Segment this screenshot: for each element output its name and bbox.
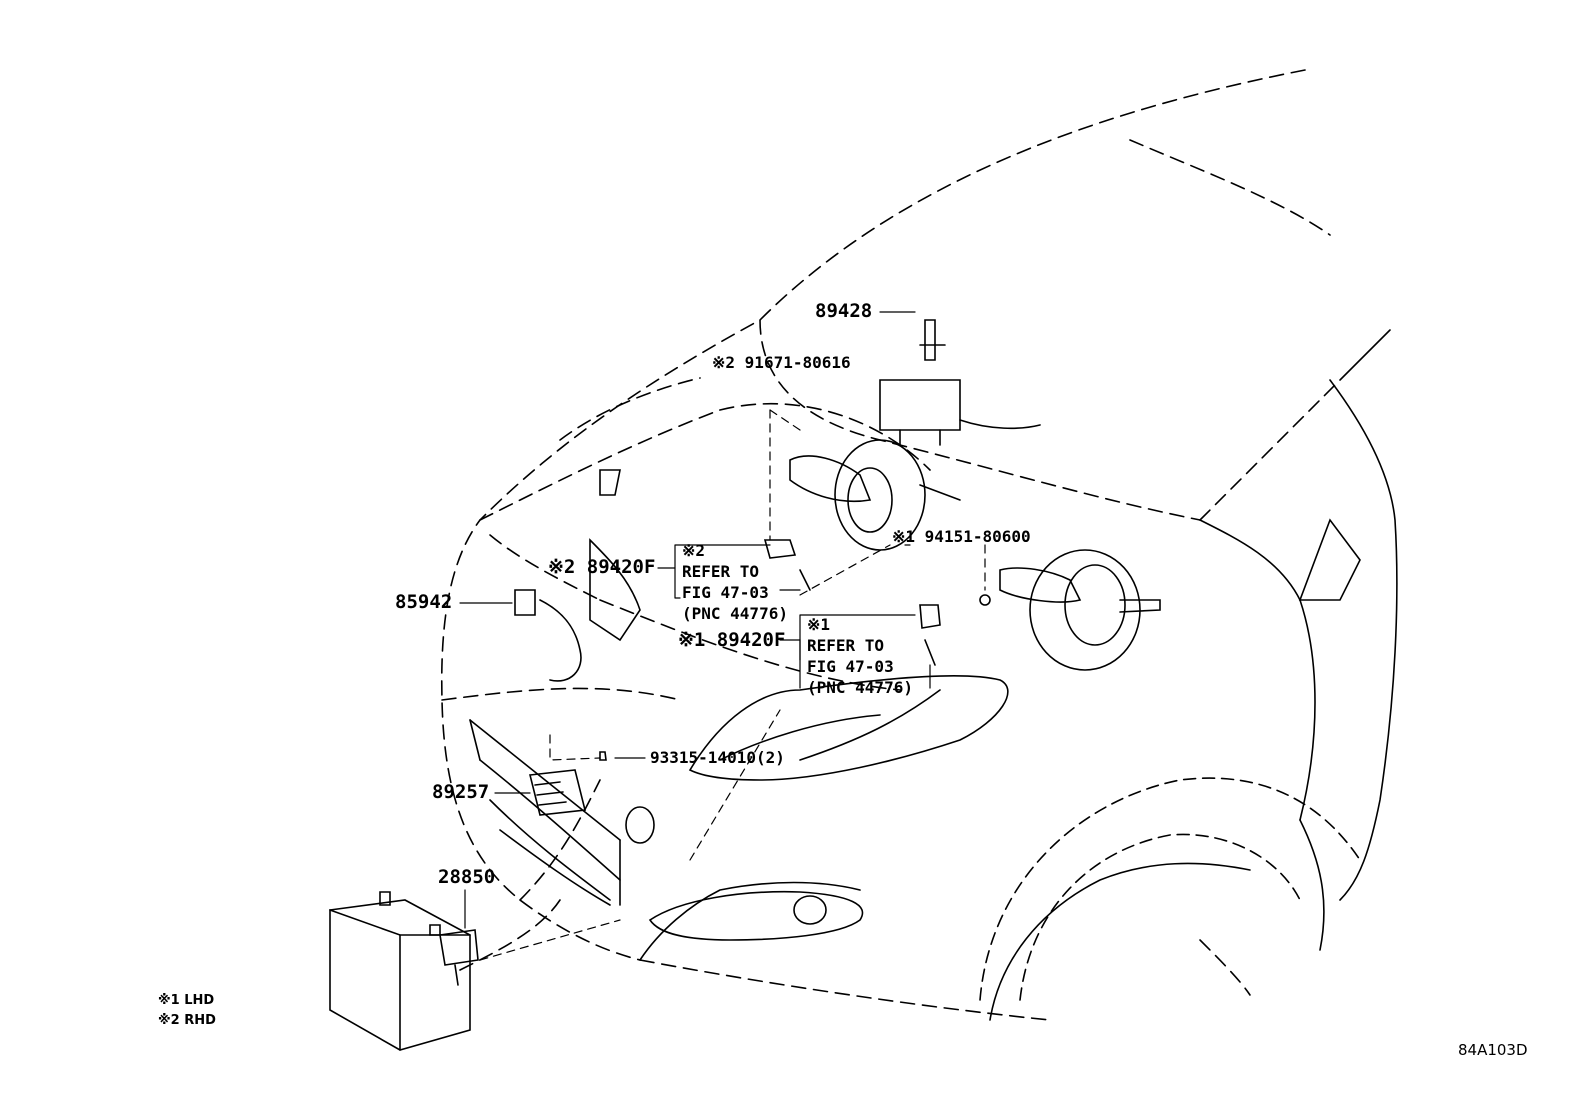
fog-lamp	[625, 806, 864, 941]
refer-lhd-line1: REFER TO	[807, 636, 885, 655]
height-sensor-rhd	[763, 539, 811, 591]
part-93315-14010-label: 93315-14010(2)	[650, 748, 785, 767]
refer-block-lhd: ※1 REFER TO FIG 47-03 (PNC 44776)	[807, 614, 913, 698]
height-sensor-lhd	[919, 594, 991, 666]
controller-89257	[529, 751, 607, 816]
legend-lhd: ※1 LHD	[158, 993, 215, 1008]
refer-block-rhd: ※2 REFER TO FIG 47-03 (PNC 44776)	[682, 540, 788, 624]
refer-lhd-line3: (PNC 44776)	[807, 678, 913, 697]
leader-lines	[459, 311, 931, 929]
headlight	[688, 675, 1009, 781]
leader-lines-dashed	[479, 409, 986, 961]
part-89428-label: 89428	[815, 300, 873, 322]
grille	[469, 719, 621, 906]
figure-id: 84A103D	[1458, 1041, 1528, 1059]
part-89420f-rhd-label: ※2 89420F	[548, 556, 656, 578]
part-89420f-lhd-label: ※1 89420F	[678, 629, 786, 651]
refer-lhd-mark: ※1	[807, 615, 831, 634]
sensor-85942	[514, 469, 641, 682]
part-28850-label: 28850	[438, 866, 496, 888]
refer-rhd-line2: FIG 47-03	[682, 583, 769, 602]
part-91671-80616-label: ※2 91671-80616	[712, 353, 851, 372]
part-89257-label: 89257	[432, 781, 490, 803]
actuator-unit	[879, 319, 1041, 446]
wheel-arch	[979, 777, 1361, 1001]
part-94151-80600-label: ※1 94151-80600	[892, 527, 1031, 546]
brake-booster-lhd	[999, 549, 1161, 671]
refer-lhd-line2: FIG 47-03	[807, 657, 894, 676]
battery	[329, 891, 471, 1051]
car-body-outline	[440, 69, 1341, 1021]
battery-sensor	[439, 929, 479, 986]
refer-rhd-mark: ※2	[682, 541, 706, 560]
brake-booster-rhd	[789, 439, 961, 551]
legend-rhd: ※2 RHD	[158, 1013, 216, 1028]
refer-rhd-line3: (PNC 44776)	[682, 604, 788, 623]
car-body-solid	[639, 329, 1398, 1021]
part-85942-label: 85942	[395, 591, 453, 613]
refer-rhd-line1: REFER TO	[682, 562, 760, 581]
